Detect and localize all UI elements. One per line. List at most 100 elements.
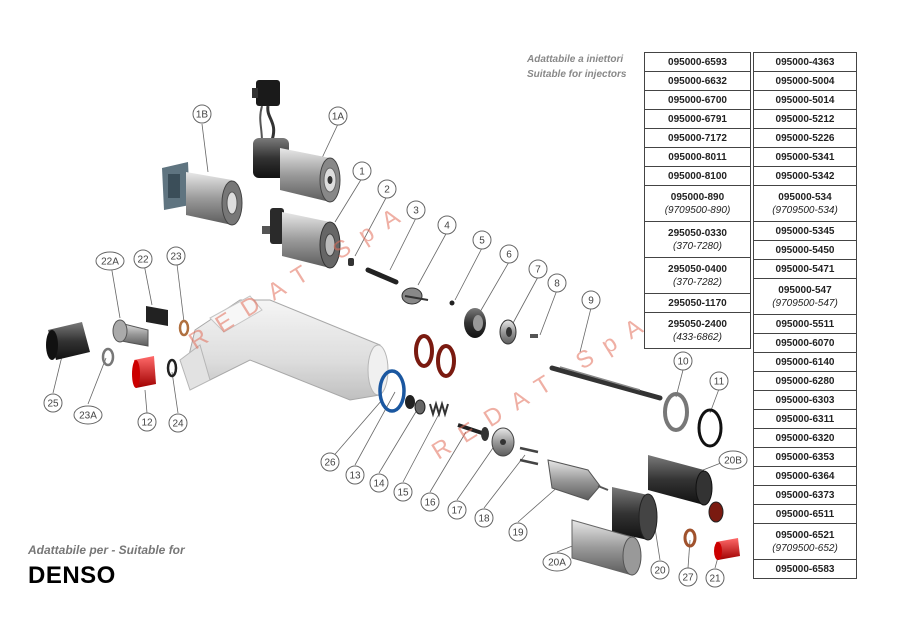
table-row: 095000-6373 bbox=[753, 485, 857, 505]
injector-code-cell: 295050-1170 bbox=[644, 293, 751, 313]
table-row: 095000-6364 bbox=[753, 466, 857, 486]
injector-code: 095000-6632 bbox=[668, 75, 727, 87]
brand-name: DENSO bbox=[28, 562, 116, 589]
callout-circle bbox=[547, 273, 567, 293]
part-4-armature bbox=[401, 287, 429, 305]
injector-code-cell: 095000-534(9709500-534) bbox=[753, 185, 857, 222]
injector-code-cell: 095000-6303 bbox=[753, 390, 857, 410]
injector-code: 095000-6791 bbox=[668, 113, 727, 125]
injector-code-cell: 095000-7172 bbox=[644, 128, 751, 148]
injector-body bbox=[179, 295, 389, 401]
injector-code-cell: 095000-6364 bbox=[753, 466, 857, 486]
table-row: 095000-5450 bbox=[753, 240, 857, 260]
part-27-washer bbox=[683, 528, 697, 548]
table-row: 095000-6521(9709500-652) bbox=[753, 523, 857, 560]
table-row: 095000-6303 bbox=[753, 390, 857, 410]
injector-code: 095000-6303 bbox=[775, 394, 835, 406]
callout-number: 16 bbox=[424, 498, 436, 509]
injector-code-cell: 095000-5226 bbox=[753, 128, 857, 148]
callout-circle bbox=[678, 567, 698, 587]
injector-code: 095000-5226 bbox=[775, 132, 835, 144]
injector-code: 095000-6700 bbox=[668, 94, 727, 106]
table-row: 295050-2400(433-6862) bbox=[644, 312, 751, 349]
injector-code-cell: 095000-6511 bbox=[753, 504, 857, 524]
callout-circle bbox=[192, 104, 212, 124]
callout-circle bbox=[377, 179, 397, 199]
table-row: 095000-8100 bbox=[644, 166, 751, 186]
injector-code-cell: 095000-6280 bbox=[753, 371, 857, 391]
table-row: 095000-5341 bbox=[753, 147, 857, 167]
injector-code-cell: 095000-6070 bbox=[753, 333, 857, 353]
table-row: 095000-6593 bbox=[644, 52, 751, 72]
table-row: 095000-5345 bbox=[753, 221, 857, 241]
injector-code: 095000-547 bbox=[778, 284, 832, 296]
part-24-washer bbox=[166, 358, 178, 378]
injector-code-cell: 095000-5212 bbox=[753, 109, 857, 129]
injector-code-cell: 095000-8100 bbox=[644, 166, 751, 186]
injector-code-cell: 095000-6311 bbox=[753, 409, 857, 429]
injector-code: 095000-6364 bbox=[775, 470, 835, 482]
injector-alt-code: (9709500-534) bbox=[772, 204, 838, 216]
table-row: 095000-547(9709500-547) bbox=[753, 278, 857, 315]
part-1a-solenoid bbox=[252, 80, 341, 203]
callout-circle bbox=[508, 522, 528, 542]
callout-circle bbox=[166, 246, 186, 266]
callout-circle bbox=[437, 215, 457, 235]
table-row: 095000-6070 bbox=[753, 333, 857, 353]
injector-code: 095000-5471 bbox=[775, 263, 835, 275]
header-line-it: Adattabile a iniettori bbox=[527, 54, 624, 65]
injector-code: 095000-4363 bbox=[775, 56, 835, 68]
table-row: 095000-6353 bbox=[753, 447, 857, 467]
part-8-pin bbox=[530, 334, 538, 338]
injector-code: 095000-6353 bbox=[775, 451, 835, 463]
table-row: 095000-5004 bbox=[753, 71, 857, 91]
callout-number: 23 bbox=[170, 252, 182, 263]
part-16-bolt bbox=[457, 423, 489, 441]
table-row: 095000-6791 bbox=[644, 109, 751, 129]
callout-number: 12 bbox=[141, 418, 153, 429]
callout-circle bbox=[95, 251, 125, 271]
injector-code: 095000-6280 bbox=[775, 375, 835, 387]
callout-circle bbox=[352, 161, 372, 181]
injector-code: 295050-0330 bbox=[668, 227, 727, 239]
callout-circle bbox=[345, 465, 365, 485]
injector-code-cell: 295050-2400(433-6862) bbox=[644, 312, 751, 349]
table-row: 095000-8011 bbox=[644, 147, 751, 167]
table-row: 095000-6140 bbox=[753, 352, 857, 372]
callout-circle bbox=[650, 560, 670, 580]
part-23-washer bbox=[178, 319, 190, 337]
callout-number: 17 bbox=[451, 506, 463, 517]
part-17-spacer bbox=[491, 427, 515, 457]
table-row: 095000-6700 bbox=[644, 90, 751, 110]
callout-number: 20A bbox=[548, 558, 566, 569]
part-20a-nut bbox=[571, 519, 642, 576]
table-row: 095000-6583 bbox=[753, 559, 857, 579]
injector-code: 095000-890 bbox=[670, 191, 725, 203]
injector-code: 095000-5004 bbox=[775, 75, 835, 87]
callout-circle bbox=[328, 106, 348, 126]
suitable-for-label: Adattabile per - Suitable for bbox=[28, 543, 185, 557]
part-20-nozzle-nut bbox=[612, 487, 658, 541]
injector-code: 295050-1170 bbox=[668, 297, 727, 309]
part-9-needle bbox=[549, 365, 663, 401]
table-row: 095000-534(9709500-534) bbox=[753, 185, 857, 222]
table-row: 295050-1170 bbox=[644, 293, 751, 313]
callout-circle bbox=[320, 452, 340, 472]
part-5-ball bbox=[449, 300, 455, 306]
injector-code-cell: 095000-5511 bbox=[753, 314, 857, 334]
injector-code: 095000-5450 bbox=[775, 244, 835, 256]
injector-code: 295050-0400 bbox=[668, 263, 727, 275]
injector-code-cell: 095000-6583 bbox=[753, 559, 857, 579]
injector-alt-code: (9709500-890) bbox=[664, 204, 731, 216]
injector-code-cell: 295050-0400(370-7282) bbox=[644, 257, 751, 294]
callout-number: 5 bbox=[479, 236, 485, 247]
table-row: 295050-0400(370-7282) bbox=[644, 257, 751, 294]
part-20b-nut bbox=[648, 455, 724, 523]
part-15-spring bbox=[429, 400, 449, 418]
callout-circle bbox=[542, 552, 572, 572]
injector-code-cell: 095000-5014 bbox=[753, 90, 857, 110]
part-13-washer bbox=[405, 395, 415, 409]
part-22a-fitting bbox=[112, 319, 149, 347]
callout-number: 7 bbox=[535, 265, 541, 276]
